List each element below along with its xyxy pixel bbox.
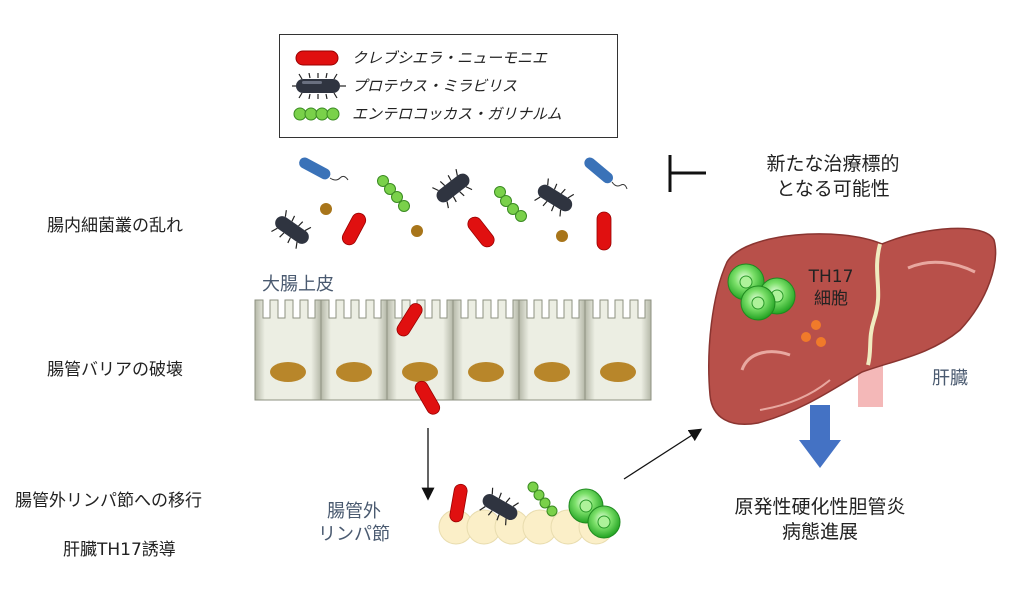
epithelium-label: 大腸上皮 (262, 274, 334, 295)
dark-bacterium-icon (271, 210, 312, 249)
liver-label: 肝臓 (932, 368, 968, 389)
dark-bacterium-icon (432, 169, 473, 209)
step-label-dysbiosis: 腸内細菌叢の乱れ (47, 216, 183, 236)
disease-outcome-text: 原発性硬化性胆管炎 病態進展 (700, 495, 940, 544)
epithelial-cell (386, 299, 454, 401)
orange-particle (801, 320, 826, 347)
epithelial-cell (320, 299, 388, 401)
dark-bacterium-icon (479, 487, 519, 526)
lymph-node-label-line1: 腸管外 (327, 501, 381, 522)
disease-outcome-line1: 原発性硬化性胆管炎 (734, 496, 906, 518)
th17-label-line1: TH17 (808, 267, 854, 287)
green-cocci-chain-icon (494, 186, 527, 222)
lymph-node-label-line2: リンパ節 (318, 524, 390, 546)
th17-label: TH17 細胞 (796, 266, 866, 310)
th17-label-line2: 細胞 (814, 289, 848, 310)
dark-bacterium-icon (292, 73, 346, 99)
epithelial-cell (254, 299, 322, 401)
blue-bacterium-icon (299, 157, 349, 181)
green-cocci-chain-icon (527, 481, 558, 517)
green-cocci-chain-icon (293, 107, 340, 121)
legend-label-klebsiella: クレブシエラ・ニューモニエ (352, 49, 548, 67)
dark-bacterium-icon (534, 178, 575, 217)
step-label-barrier: 腸管バリアの破壊 (47, 360, 183, 380)
legend-label-proteus: プロテウス・ミラビリス (352, 77, 518, 95)
epithelial-cell (518, 299, 586, 401)
step-label-induction: 肝臓TH17誘導 (63, 540, 176, 560)
therapeutic-target-text: 新たな治療標的 となる可能性 (738, 152, 928, 201)
lymph-node-label: 腸管外 リンパ節 (306, 500, 402, 547)
legend: クレブシエラ・ニューモニエ プロテウス・ミラビリス エンテロコッカス・ガリナルム (279, 34, 618, 138)
liver (708, 227, 997, 425)
lymph-node (438, 509, 614, 545)
red-bacterium-icon (396, 303, 441, 415)
therapeutic-target-line2: となる可能性 (776, 177, 890, 200)
th17-cell-icon (568, 488, 621, 539)
brown-particle (320, 203, 568, 242)
disease-outcome-line2: 病態進展 (781, 520, 858, 543)
green-cocci-chain-icon (377, 175, 410, 212)
down-arrow-icon (799, 405, 841, 468)
red-bacterium-icon (341, 211, 612, 251)
step-label-migration: 腸管外リンパ節への移行 (15, 491, 202, 511)
red-bacterium-icon (449, 483, 468, 523)
red-bacterium-icon (295, 50, 339, 66)
arrow-to-liver (623, 428, 703, 480)
colonic-epithelium (254, 299, 652, 415)
legend-label-enterococcus: エンテロコッカス・ガリナルム (352, 105, 562, 123)
blue-bacterium-icon (584, 157, 628, 190)
epithelial-cell (584, 299, 652, 401)
epithelial-cell (452, 299, 520, 401)
bacteria-field (271, 157, 628, 251)
th17-cell-icon (727, 263, 796, 321)
therapeutic-target-line1: 新たな治療標的 (766, 153, 900, 175)
inhibition-mark (668, 155, 706, 192)
